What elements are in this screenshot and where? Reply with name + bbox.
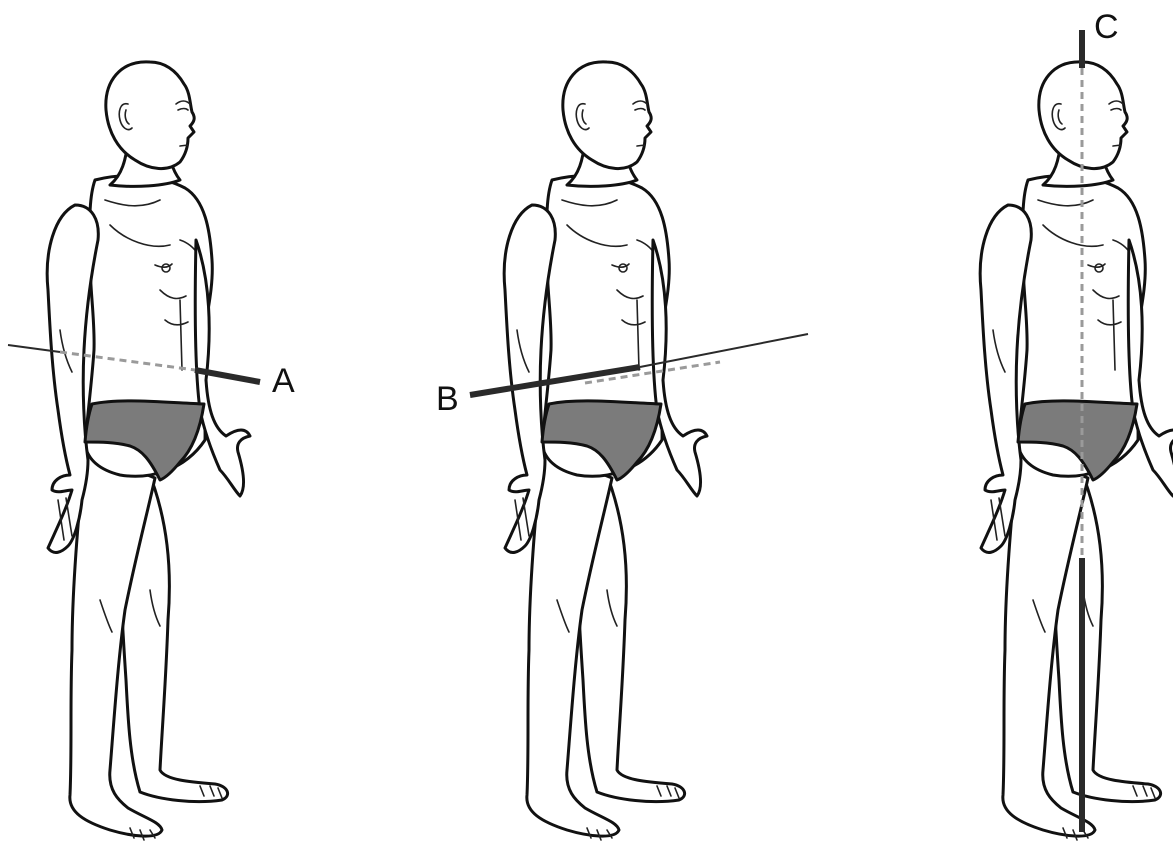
plane-c-label: C [1094,8,1119,46]
plane-b-label: B [436,380,459,418]
plane-a-label: A [272,362,295,400]
figure-panel-b: B [436,62,808,840]
figure-panel-a: A [8,62,295,840]
figure-panel-c: C [980,8,1173,840]
